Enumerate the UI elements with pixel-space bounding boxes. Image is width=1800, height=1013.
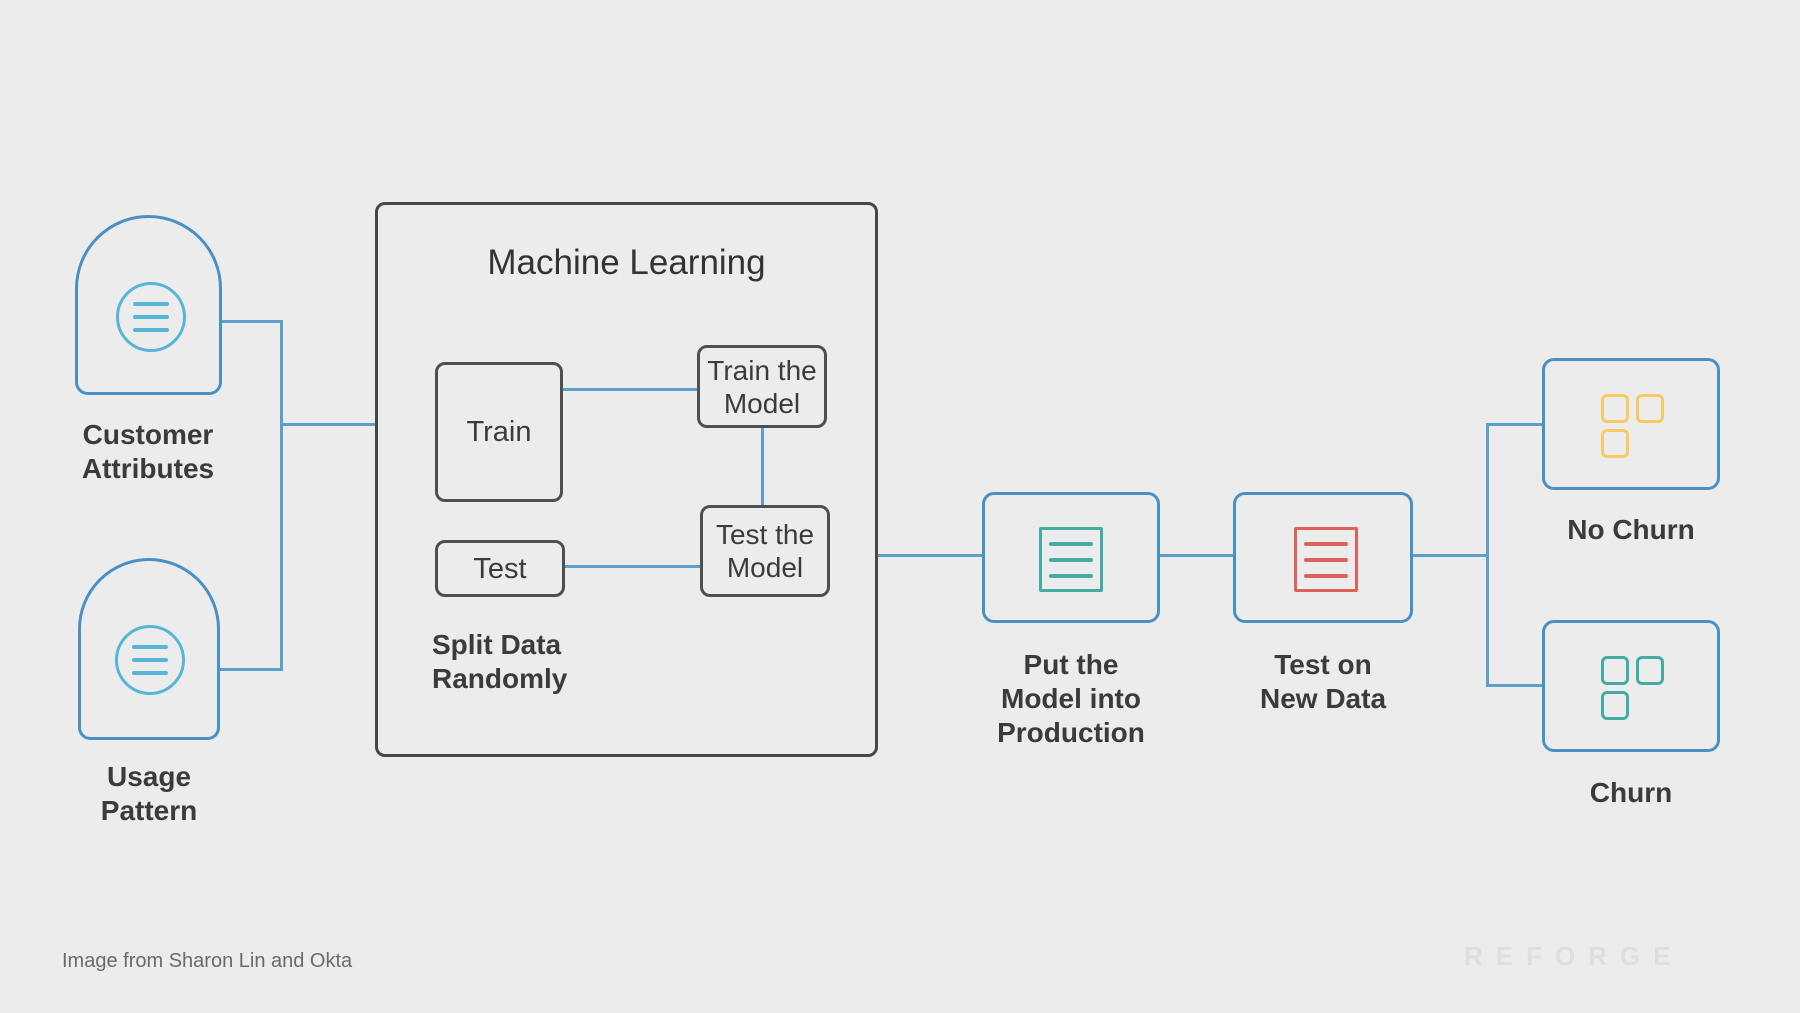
test-new-data-box (1233, 492, 1413, 623)
connector-testnew-to-branch (1412, 554, 1488, 557)
test-label: Test (473, 552, 527, 585)
grid-squares-icon (1601, 656, 1664, 720)
connector-train-to-trainmodel (563, 388, 699, 391)
test-the-model-label: Test the Model (715, 519, 815, 583)
usage-pattern-node (78, 558, 220, 740)
connector-trainmodel-to-testmodel (761, 426, 764, 505)
train-box: Train (435, 362, 563, 502)
usage-pattern-label: Usage Pattern (100, 761, 198, 826)
churn-label: Churn (1589, 777, 1673, 808)
machine-learning-frame: Machine Learning (375, 202, 878, 757)
production-label: Put the Model into Production (997, 649, 1145, 748)
split-data-note: Split Data Randomly (432, 629, 568, 694)
customer-attributes-label: Customer Attributes (81, 419, 215, 484)
list-circle-icon (115, 625, 185, 695)
connector-customer-to-bus (222, 320, 282, 323)
connector-outcome-bus (1486, 423, 1489, 687)
train-the-model-label: Train the Model (707, 354, 817, 419)
list-circle-icon (116, 282, 186, 352)
no-churn-box (1542, 358, 1720, 490)
connector-ml-to-production (877, 554, 983, 557)
customer-attributes-node (75, 215, 222, 395)
grid-squares-icon (1601, 394, 1664, 458)
churn-box (1542, 620, 1720, 752)
no-churn-label: No Churn (1567, 514, 1695, 545)
test-box: Test (435, 540, 565, 597)
connector-bus-to-ml (280, 423, 376, 426)
connector-branch-to-nochurn (1486, 423, 1543, 426)
production-box (982, 492, 1160, 623)
connector-input-bus (280, 320, 283, 671)
connector-usage-to-bus (220, 668, 282, 671)
document-icon (1294, 527, 1358, 592)
image-credit-caption: Image from Sharon Lin and Okta (62, 950, 353, 972)
connector-branch-to-churn (1486, 684, 1543, 687)
connector-test-to-testmodel (565, 565, 702, 568)
test-the-model-box: Test the Model (700, 505, 830, 597)
test-new-data-label: Test on New Data (1259, 649, 1387, 714)
train-the-model-box: Train the Model (697, 345, 827, 428)
document-icon (1039, 527, 1103, 592)
reforge-watermark: REFORGE (1464, 941, 1684, 971)
machine-learning-title: Machine Learning (487, 243, 766, 282)
train-label: Train (466, 416, 532, 448)
connector-production-to-testnew (1160, 554, 1234, 557)
